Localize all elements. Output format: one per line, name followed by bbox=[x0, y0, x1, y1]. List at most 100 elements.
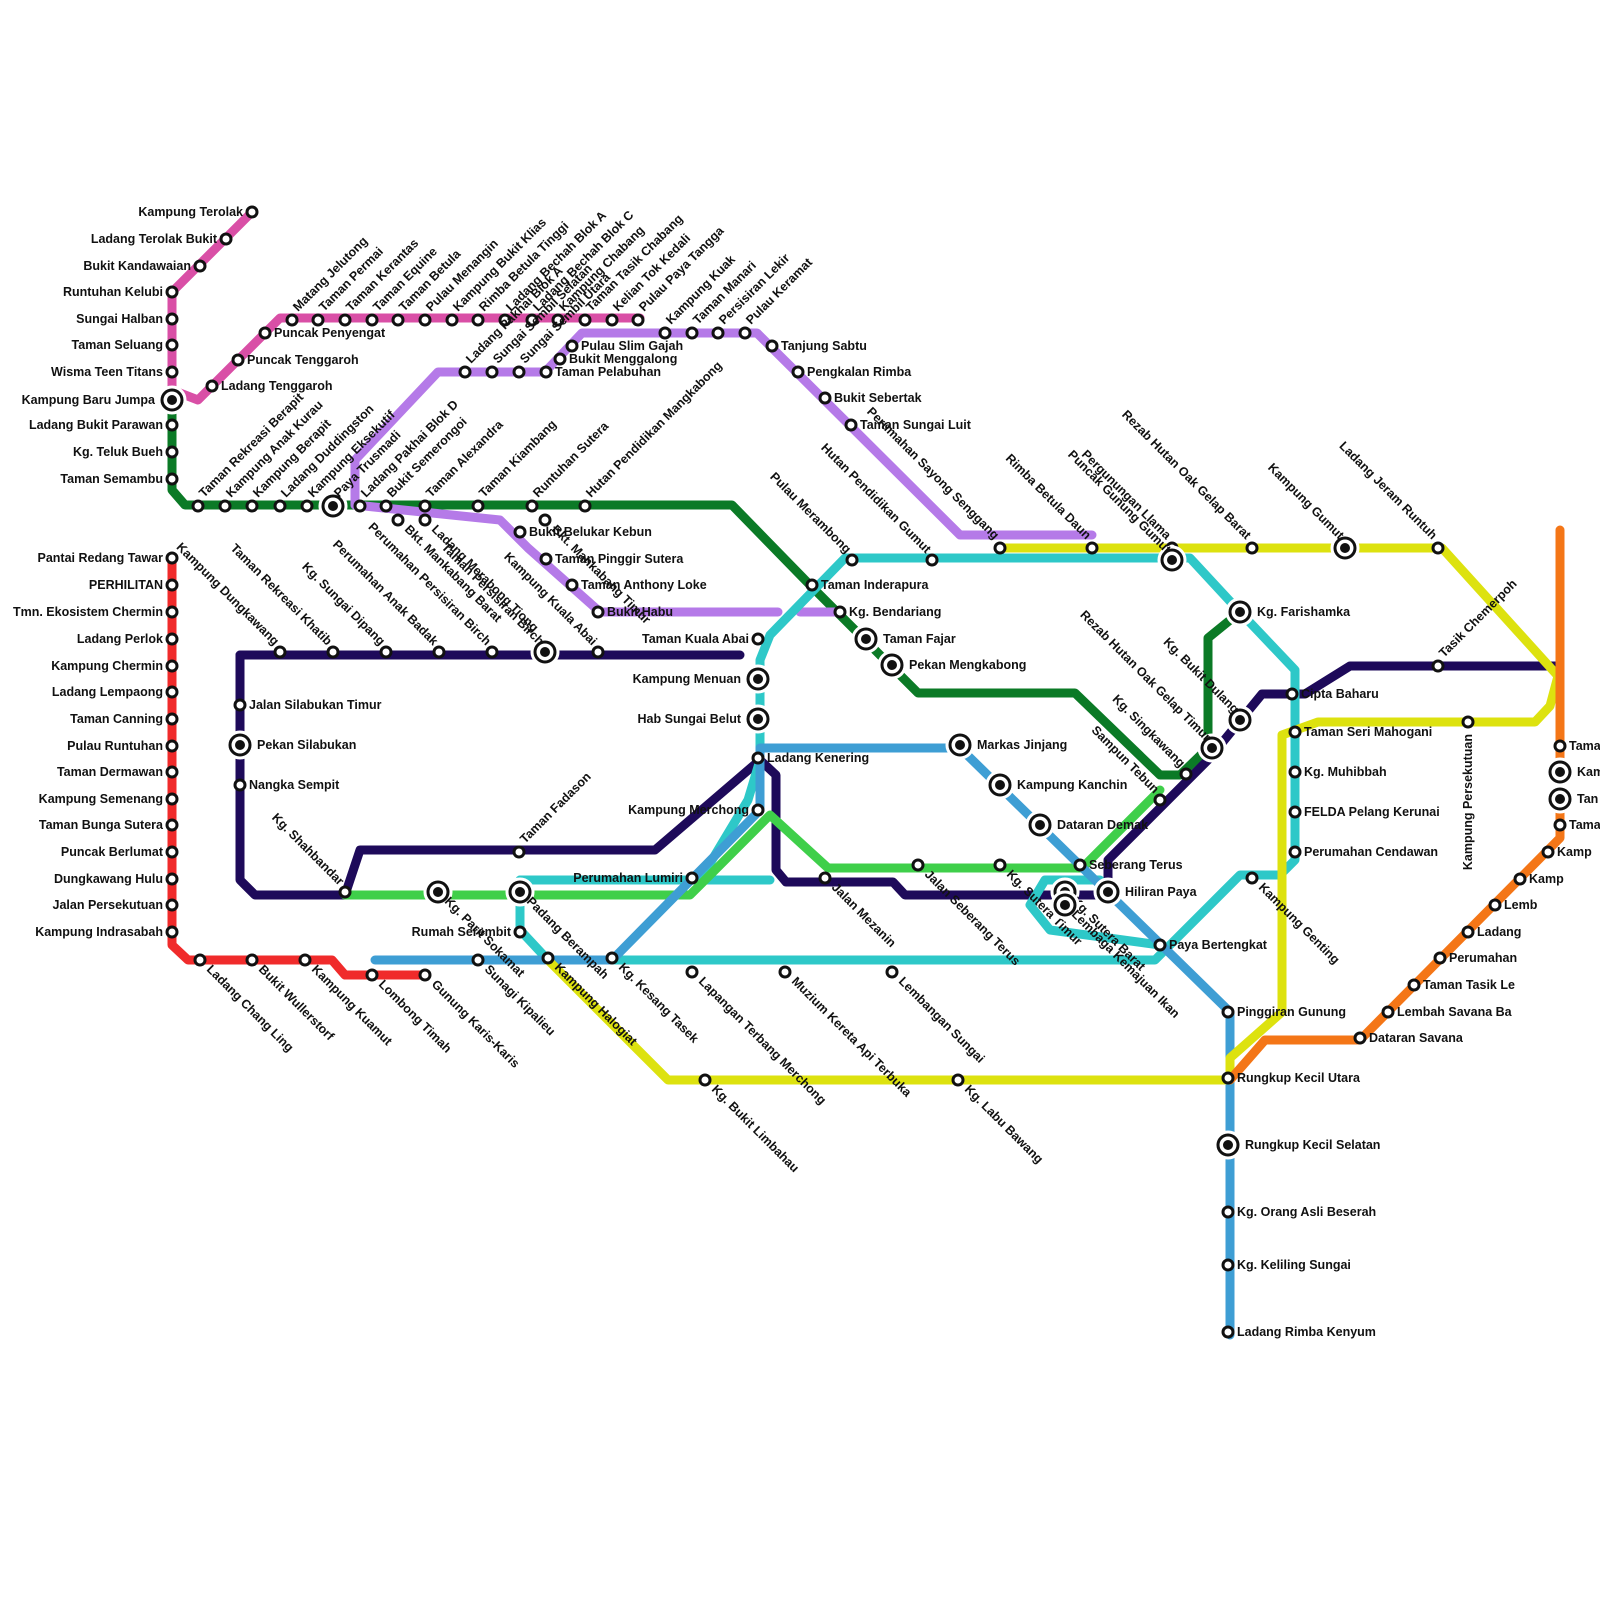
station-taman-inderapura-116[interactable]: Taman Inderapura bbox=[807, 578, 929, 592]
station-lembah-savana-ba-154[interactable]: Lembah Savana Ba bbox=[1383, 1005, 1513, 1019]
station-hiliran-paya-139[interactable]: Hiliran Paya bbox=[1095, 879, 1198, 905]
station-kamp-159[interactable]: Kamp bbox=[1515, 872, 1564, 886]
station-kg-farishamka-128[interactable]: Kg. Farishamka bbox=[1227, 599, 1351, 625]
station-kampung-persekutuan-152[interactable]: Kampung Persekutuan bbox=[1461, 717, 1475, 870]
station-perumahan-cendawan-150[interactable]: Perumahan Cendawan bbox=[1290, 845, 1438, 859]
station-kampung-dungkawang-82[interactable]: Kampung Dungkawang bbox=[174, 540, 285, 657]
station-kg-bukit-limbahau-108[interactable]: Kg. Bukit Limbahau bbox=[700, 1075, 802, 1175]
station-kg-shahbandar-93[interactable]: Kg. Shahbandar bbox=[269, 810, 350, 897]
station-kampung-kanchin-136[interactable]: Kampung Kanchin bbox=[987, 772, 1127, 798]
station-puncak-berlumat-22[interactable]: Puncak Berlumat bbox=[61, 845, 177, 859]
station-taman-pinggir-sutera-79[interactable]: Taman Pinggir Sutera bbox=[541, 552, 684, 566]
station-kampung-kuamut-28[interactable]: Kampung Kuamut bbox=[300, 955, 395, 1049]
station-bukit-kandawaian-2[interactable]: Bukit Kandawaian bbox=[83, 259, 205, 273]
station-taman-anthony-loke-80[interactable]: Taman Anthony Loke bbox=[567, 578, 707, 592]
station-taman-seluang-5[interactable]: Taman Seluang bbox=[72, 338, 177, 352]
station-marker bbox=[167, 714, 177, 724]
station-lemb-158[interactable]: Lemb bbox=[1490, 898, 1538, 912]
station-ladang-terolak-bukit-1[interactable]: Ladang Terolak Bukit bbox=[91, 232, 231, 246]
station-markas-jinjang-135[interactable]: Markas Jinjang bbox=[947, 732, 1067, 758]
station-taman-tasik-le-155[interactable]: Taman Tasik Le bbox=[1409, 978, 1515, 992]
station-kampung-terolak-0[interactable]: Kampung Terolak bbox=[138, 205, 257, 219]
station-kampung-chermin-15[interactable]: Kampung Chermin bbox=[51, 659, 177, 673]
station-perumahan-lumiri-100[interactable]: Perumahan Lumiri bbox=[573, 871, 697, 885]
station-kampung-semenang-20[interactable]: Kampung Semenang bbox=[39, 792, 177, 806]
station-hab-sungai-belut-102[interactable]: Hab Sungai Belut bbox=[638, 706, 771, 732]
station-rungkup-kecil-selatan-143[interactable]: Rungkup Kecil Selatan bbox=[1215, 1132, 1380, 1158]
station-sungai-halban-4[interactable]: Sungai Halban bbox=[76, 312, 177, 326]
station-bukit-sebertak-55[interactable]: Bukit Sebertak bbox=[820, 391, 922, 405]
station-seberang-terus-138[interactable]: Seberang Terus bbox=[1075, 858, 1183, 872]
station-kamp-160[interactable]: Kamp bbox=[1543, 845, 1592, 859]
station-label: Pantai Redang Tawar bbox=[38, 551, 164, 565]
station-pantai-redang-tawar-11[interactable]: Pantai Redang Tawar bbox=[38, 551, 178, 565]
station-taman-kuala-abai-89[interactable]: Taman Kuala Abai bbox=[642, 632, 763, 646]
station-felda-pelang-kerunai-149[interactable]: FELDA Pelang Kerunai bbox=[1290, 805, 1440, 819]
station-nangka-sempit-92[interactable]: Nangka Sempit bbox=[235, 778, 340, 792]
station-lembangan-sungai-107[interactable]: Lembangan Sungai bbox=[887, 967, 987, 1066]
station-runtuhan-kelubi-3[interactable]: Runtuhan Kelubi bbox=[63, 285, 177, 299]
station-tanjung-sabtu-53[interactable]: Tanjung Sabtu bbox=[767, 339, 867, 353]
station-puncak-penyengat-32[interactable]: Puncak Penyengat bbox=[260, 326, 386, 340]
station-taman-canning-17[interactable]: Taman Canning bbox=[70, 712, 177, 726]
station-pulau-slim-gajah-60[interactable]: Pulau Slim Gajah bbox=[567, 339, 683, 353]
station-tmn-ekosistem-chermin-13[interactable]: Tmn. Ekosistem Chermin bbox=[13, 605, 177, 619]
station-puncak-tenggaroh-33[interactable]: Puncak Tenggaroh bbox=[233, 353, 359, 367]
station-jalan-persekutuan-24[interactable]: Jalan Persekutuan bbox=[53, 898, 177, 912]
station-pengkalan-rimba-54[interactable]: Pengkalan Rimba bbox=[793, 365, 912, 379]
station-taman-fadason-95[interactable]: Taman Fadason bbox=[514, 770, 594, 857]
station-kamp-163[interactable]: Kamp bbox=[1547, 759, 1600, 785]
station-ladang-bukit-parawan-8[interactable]: Ladang Bukit Parawan bbox=[29, 418, 177, 432]
station-ladang-rimba-kenyum-146[interactable]: Ladang Rimba Kenyum bbox=[1223, 1325, 1376, 1339]
station-ladang-tenggaroh-34[interactable]: Ladang Tenggaroh bbox=[207, 379, 333, 393]
station-cipta-baharu-133[interactable]: Cipta Baharu bbox=[1287, 687, 1379, 701]
station-ladang-lempaong-16[interactable]: Ladang Lempaong bbox=[52, 685, 177, 699]
station-kampung-menuan-101[interactable]: Kampung Menuan bbox=[633, 666, 771, 692]
station-kampung-baru-jumpa-7[interactable]: Kampung Baru Jumpa bbox=[22, 387, 185, 413]
station-taman-rekreasi-khatib-83[interactable]: Taman Rekreasi Khatib bbox=[228, 541, 338, 657]
station-rumah-serembit-97[interactable]: Rumah Serembit bbox=[412, 925, 525, 939]
station-kg-orang-asli-beserah-144[interactable]: Kg. Orang Asli Beserah bbox=[1223, 1205, 1376, 1219]
station-pulau-runtuhan-18[interactable]: Pulau Runtuhan bbox=[67, 739, 177, 753]
station-taman-pelabuhan-62[interactable]: Taman Pelabuhan bbox=[541, 365, 661, 379]
station-tama-161[interactable]: Tama bbox=[1555, 818, 1600, 832]
station-marker bbox=[313, 315, 323, 325]
station-taman-fajar-118[interactable]: Taman Fajar bbox=[853, 626, 956, 652]
station-wisma-teen-titans-6[interactable]: Wisma Teen Titans bbox=[51, 365, 177, 379]
station-taman-bunga-sutera-21[interactable]: Taman Bunga Sutera bbox=[39, 818, 177, 832]
station-ladang-kenering-103[interactable]: Ladang Kenering bbox=[753, 751, 869, 765]
station-bukit-belukar-kebun-78[interactable]: Bukit Belukar Kebun bbox=[515, 525, 652, 539]
station-marker bbox=[235, 700, 245, 710]
station-label: Bukit Menggalong bbox=[569, 352, 677, 366]
station-taman-dermawan-19[interactable]: Taman Dermawan bbox=[57, 765, 177, 779]
station-pekan-mengkabong-119[interactable]: Pekan Mengkabong bbox=[879, 652, 1026, 678]
station-paya-bertengkat-140[interactable]: Paya Bertengkat bbox=[1155, 938, 1268, 952]
station-pinggiran-gunung-141[interactable]: Pinggiran Gunung bbox=[1223, 1005, 1346, 1019]
station-jalan-silabukan-timur-90[interactable]: Jalan Silabukan Timur bbox=[235, 698, 382, 712]
station-kg-keliling-sungai-145[interactable]: Kg. Keliling Sungai bbox=[1223, 1258, 1351, 1272]
station-kampung-genting-151[interactable]: Kampung Genting bbox=[1247, 873, 1342, 967]
station-ladang-perlok-14[interactable]: Ladang Perlok bbox=[77, 632, 177, 646]
station-kg-bendariang-117[interactable]: Kg. Bendariang bbox=[835, 605, 941, 619]
station-taman-sungai-luit-56[interactable]: Taman Sungai Luit bbox=[846, 418, 972, 432]
station-rungkup-kecil-utara-142[interactable]: Rungkup Kecil Utara bbox=[1223, 1071, 1361, 1085]
station-label: Kg. Bendariang bbox=[849, 605, 941, 619]
station-perhilitan-12[interactable]: PERHILITAN bbox=[89, 578, 177, 592]
station-taman-semambu-10[interactable]: Taman Semambu bbox=[60, 472, 177, 486]
station-kg-labu-bawang-109[interactable]: Kg. Labu Bawang bbox=[953, 1075, 1046, 1166]
station-ladang-157[interactable]: Ladang bbox=[1463, 925, 1521, 939]
station-kg-muhibbah-148[interactable]: Kg. Muhibbah bbox=[1290, 765, 1387, 779]
station-pekan-silabukan-91[interactable]: Pekan Silabukan bbox=[227, 732, 356, 758]
station-kg-teluk-bueh-9[interactable]: Kg. Teluk Bueh bbox=[73, 445, 177, 459]
station-tan-162[interactable]: Tan bbox=[1547, 786, 1598, 812]
station-ladang-chang-ling-26[interactable]: Ladang Chang Ling bbox=[195, 955, 296, 1055]
station-taman-seri-mahogani-147[interactable]: Taman Seri Mahogani bbox=[1290, 725, 1432, 739]
station-dungkawang-hulu-23[interactable]: Dungkawang Hulu bbox=[54, 872, 177, 886]
station-marker bbox=[167, 927, 177, 937]
station-kampung-merchong-104[interactable]: Kampung Merchong bbox=[628, 803, 763, 817]
station-label: PERHILITAN bbox=[89, 578, 163, 592]
station-kampung-indrasabah-25[interactable]: Kampung Indrasabah bbox=[35, 925, 177, 939]
station-tama-164[interactable]: Tama bbox=[1555, 739, 1600, 753]
station-bukit-menggalong-61[interactable]: Bukit Menggalong bbox=[555, 352, 677, 366]
station-dataran-savana-153[interactable]: Dataran Savana bbox=[1355, 1031, 1464, 1045]
